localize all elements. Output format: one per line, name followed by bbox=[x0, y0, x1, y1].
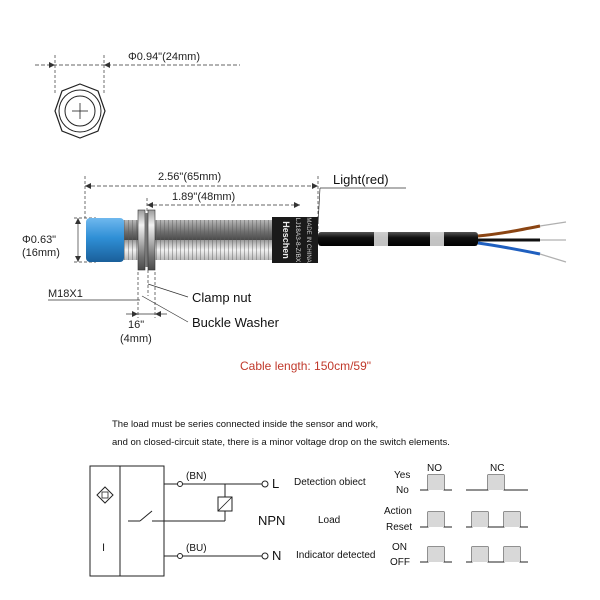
nut-outer-ring bbox=[58, 89, 102, 133]
row-detection-low: No bbox=[396, 485, 409, 496]
total-length-arrow-left bbox=[85, 183, 91, 189]
buckle-washer-label: Buckle Washer bbox=[192, 315, 280, 330]
npn-label: NPN bbox=[258, 513, 285, 528]
row-indicator-no-pulse bbox=[428, 547, 444, 562]
row-load-low: Reset bbox=[386, 522, 412, 533]
load-relay-diagonal bbox=[217, 496, 233, 512]
cable-label-band-2 bbox=[430, 232, 444, 246]
row-indicator-high: ON bbox=[392, 542, 407, 553]
top-dim-arrow-right bbox=[104, 62, 110, 68]
row-load-nc-pulse-2 bbox=[504, 512, 520, 527]
top-view: Φ0.94"(24mm) bbox=[35, 51, 240, 139]
head-arrow-right bbox=[155, 311, 161, 317]
row-detection-no-pulse bbox=[428, 475, 444, 490]
row-detection-high: Yes bbox=[394, 470, 410, 481]
diameter-label-line1: Φ0.63" bbox=[22, 234, 56, 246]
note-line-2: and on closed-circuit state, there is a … bbox=[112, 437, 450, 448]
terminal-n-label: N bbox=[272, 548, 281, 563]
row-indicator-low: OFF bbox=[390, 557, 410, 568]
cable-length-label: Cable length: 150cm/59" bbox=[240, 359, 371, 373]
nut-inner-ring bbox=[64, 95, 96, 127]
note-line-1: The load must be series connected inside… bbox=[112, 419, 378, 430]
wire-bu-junction bbox=[177, 553, 183, 559]
head-length-line1: 16" bbox=[128, 319, 144, 331]
clamp-nut-label: Clamp nut bbox=[192, 290, 252, 305]
terminal-l bbox=[261, 480, 269, 488]
col-no-label: NO bbox=[427, 463, 442, 474]
row-load-nc-pulse-1 bbox=[472, 512, 488, 527]
top-diameter-label: Φ0.94"(24mm) bbox=[128, 51, 200, 63]
row-load-label: Load bbox=[318, 515, 340, 526]
clamp-nut-left bbox=[137, 209, 146, 271]
top-dim-arrow-left bbox=[49, 62, 55, 68]
cable-label-band-1 bbox=[374, 232, 388, 246]
sensor-symbol: I bbox=[102, 542, 105, 554]
row-detection-nc-pulse bbox=[488, 475, 504, 490]
col-nc-label: NC bbox=[490, 463, 504, 474]
sensor-diamond-inner bbox=[101, 491, 109, 499]
side-view: 2.56"(65mm) 1.89"(48mm) Light(red) Φ0.63… bbox=[22, 171, 567, 373]
buckle-washer-leader bbox=[141, 295, 189, 323]
timing-table: NO NC Detection obiect Yes No Load Actio… bbox=[294, 463, 528, 568]
wiring-circuit: I (BN) L (BU) N NPN bbox=[89, 465, 285, 577]
buckle-washer bbox=[145, 213, 148, 267]
head-arrow-left bbox=[132, 311, 138, 317]
row-indicator-nc-pulse-2 bbox=[504, 547, 520, 562]
wire-brown bbox=[477, 224, 541, 238]
head-length-line2: (4mm) bbox=[120, 333, 152, 345]
sensor-rear-housing bbox=[272, 217, 318, 263]
total-length-label: 2.56"(65mm) bbox=[158, 171, 221, 183]
sensor-diamond-icon bbox=[96, 486, 114, 504]
switch-blade bbox=[139, 510, 153, 522]
hex-nut-outline bbox=[54, 83, 106, 139]
body-origin-text: MADE IN CHINA bbox=[305, 217, 311, 262]
wire-bn-junction bbox=[177, 481, 183, 487]
wire-blue-tip bbox=[539, 253, 567, 263]
dia-arrow-bottom bbox=[75, 256, 81, 262]
terminal-l-label: L bbox=[272, 476, 279, 491]
row-load-high: Action bbox=[384, 506, 412, 517]
dia-arrow-top bbox=[75, 218, 81, 224]
terminal-n bbox=[261, 552, 269, 560]
sensor-cable bbox=[318, 232, 478, 246]
wire-brown-tip bbox=[539, 221, 567, 227]
thread-length-label: 1.89"(48mm) bbox=[172, 191, 235, 203]
diameter-label-line2: (16mm) bbox=[22, 247, 60, 259]
thread-length-arrow-right bbox=[294, 202, 300, 208]
row-detection-label: Detection obiect bbox=[294, 477, 366, 488]
total-length-arrow-right bbox=[312, 183, 318, 189]
wire-bu-label: (BU) bbox=[186, 543, 207, 554]
clamp-nut-right bbox=[147, 209, 156, 271]
row-indicator-label: Indicator detected bbox=[296, 550, 376, 561]
wire-bn-label: (BN) bbox=[186, 471, 207, 482]
body-model-text: LJ18A3-8-Z/BX bbox=[294, 218, 301, 263]
clamp-nut-leader bbox=[147, 283, 189, 298]
wire-blue bbox=[477, 241, 541, 256]
body-brand-text: Heschen bbox=[281, 221, 291, 259]
row-indicator-nc-pulse-1 bbox=[472, 547, 488, 562]
thread-length-arrow-left bbox=[147, 202, 153, 208]
light-label: Light(red) bbox=[333, 172, 389, 187]
sensor-blue-head bbox=[86, 218, 124, 262]
row-load-no-pulse bbox=[428, 512, 444, 527]
light-leader bbox=[317, 187, 321, 225]
thread-spec-label: M18X1 bbox=[48, 288, 83, 300]
